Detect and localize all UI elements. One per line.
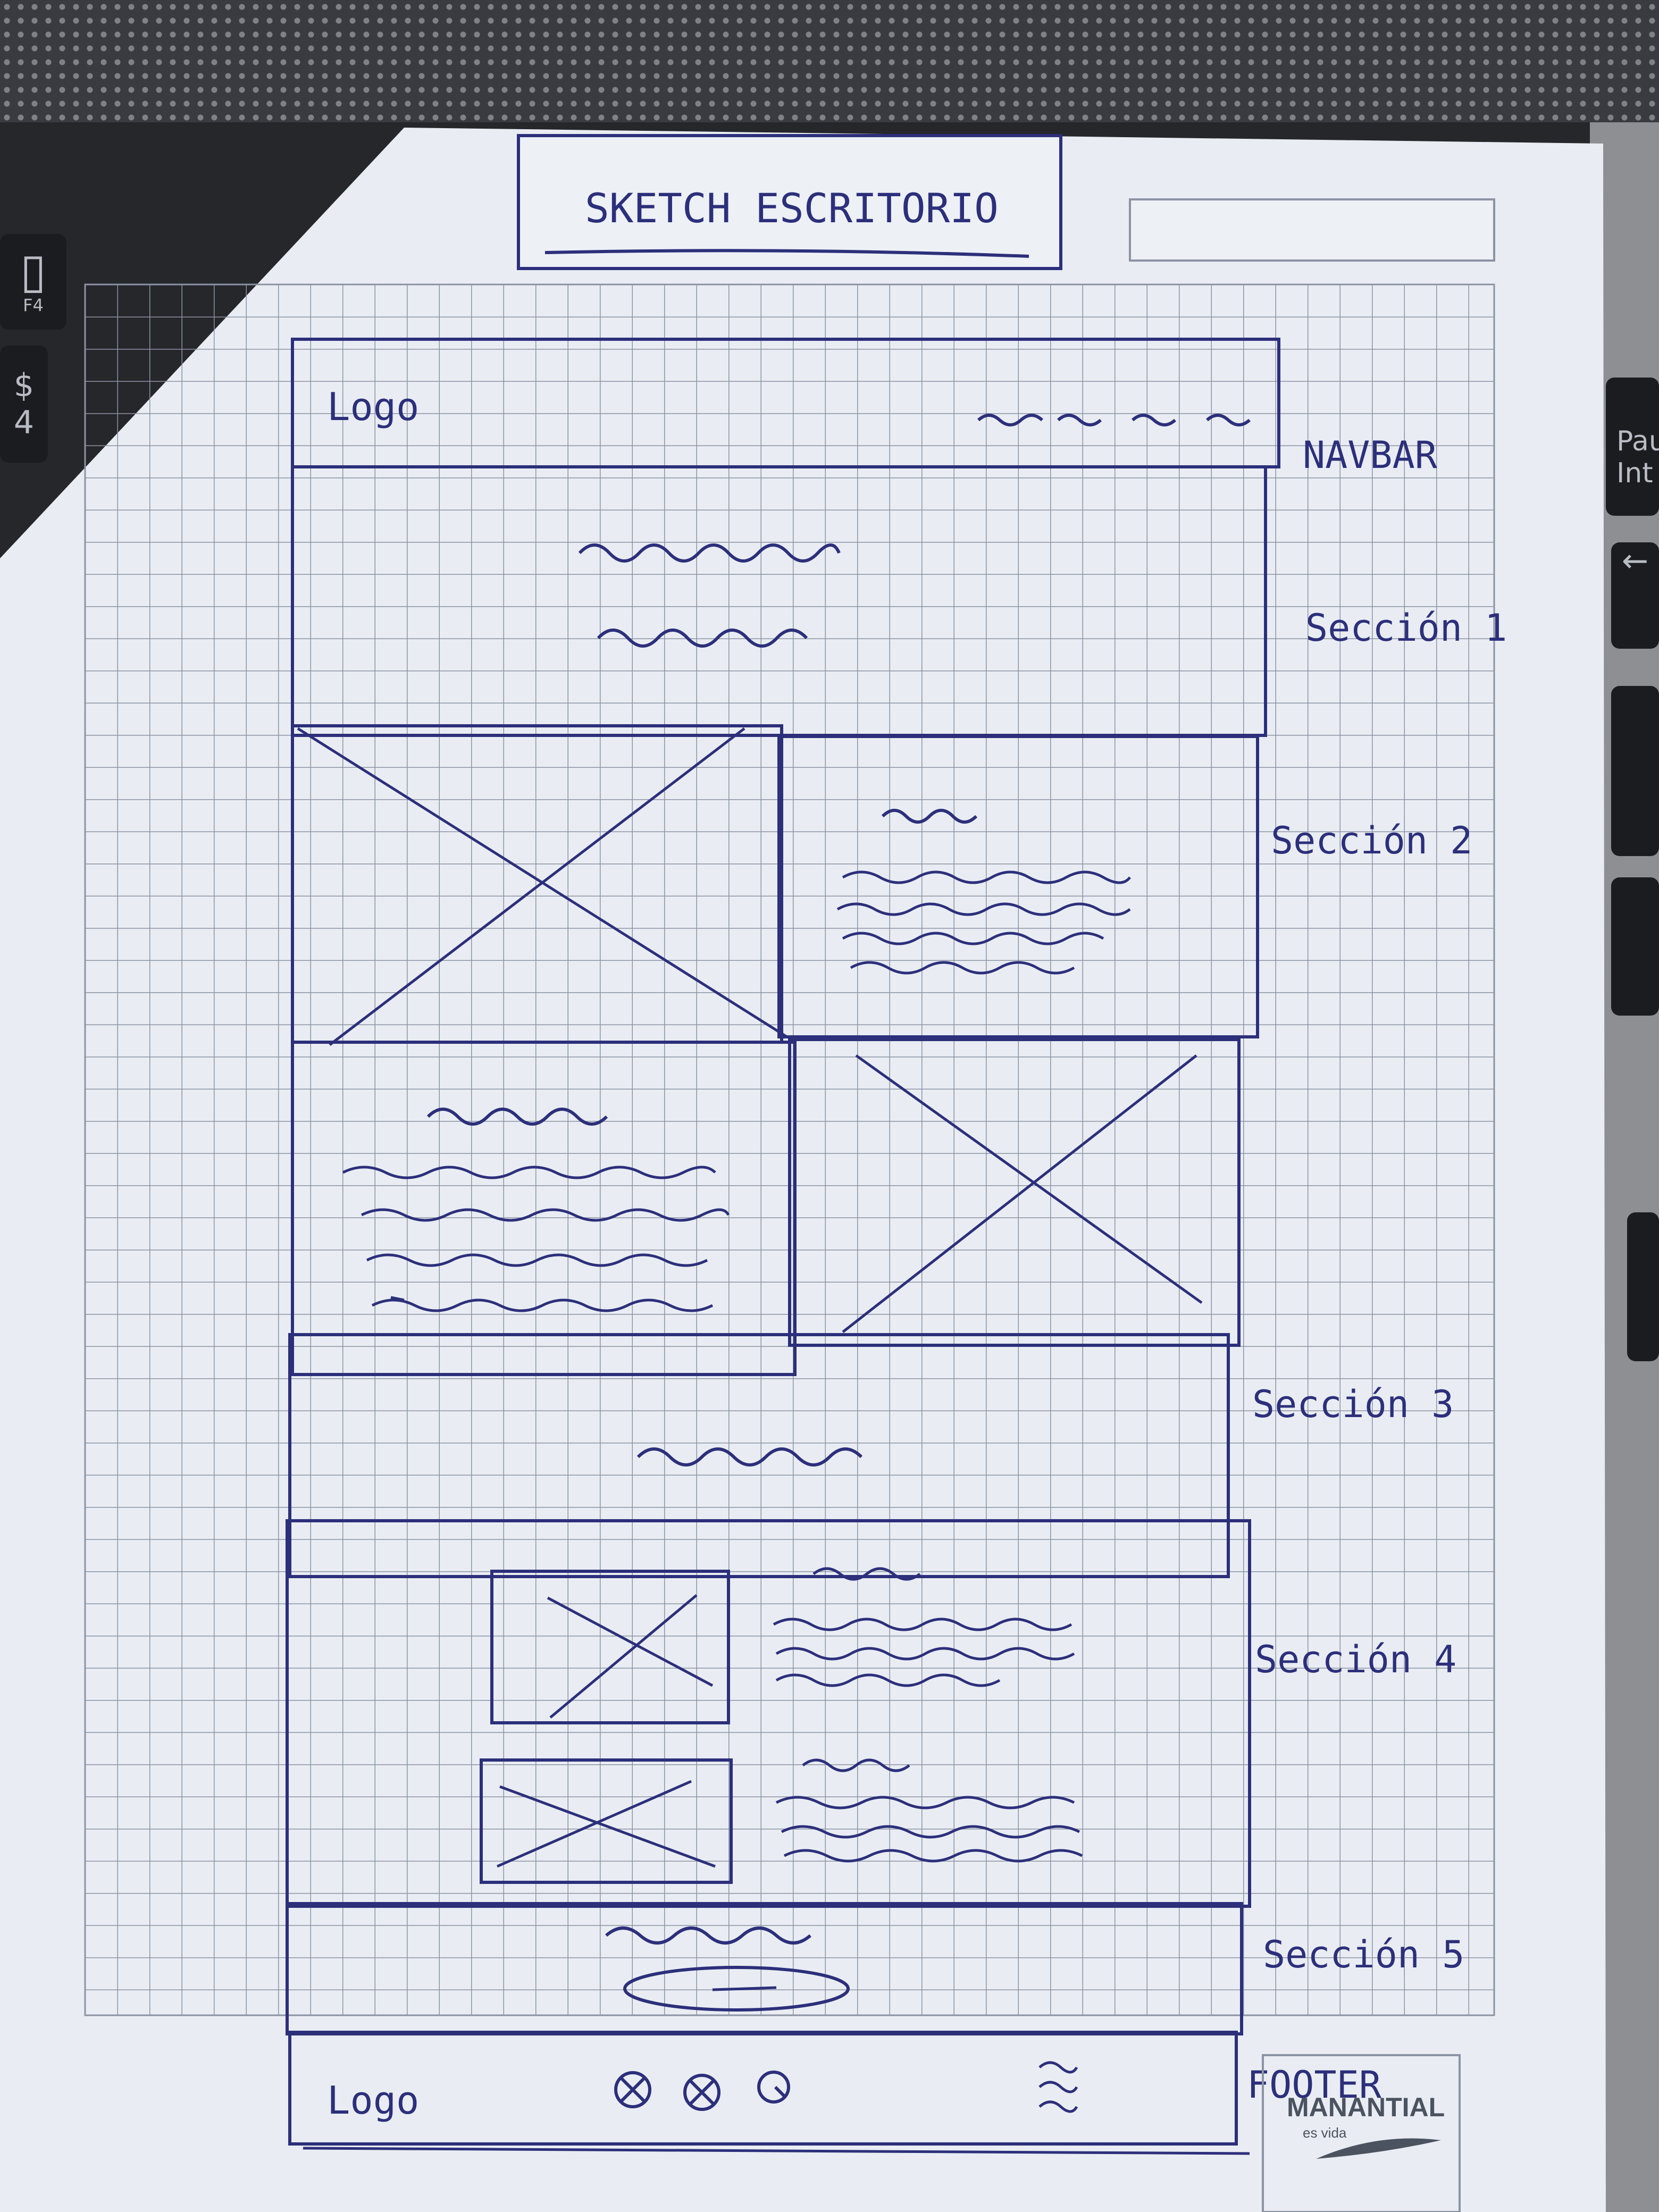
key-four-label: 4 — [13, 404, 35, 441]
section-4-card-1-cross — [547, 1594, 714, 1719]
label-section-5: Sección 5 — [1263, 1933, 1464, 1976]
footer-social-icon-1 — [614, 2071, 651, 2108]
section-3-image-placeholder — [788, 1038, 1241, 1347]
key-f4-label: F4 — [23, 295, 44, 315]
footer-social-icon-3 — [757, 2071, 790, 2104]
section-3-text-box — [291, 1041, 797, 1376]
paper-grid-border — [84, 283, 1495, 2016]
section-2-text-box — [777, 735, 1259, 1038]
footer-social-icons — [614, 2071, 790, 2111]
footer-box — [288, 2031, 1238, 2146]
keyboard-key-arrow: ← — [1611, 542, 1659, 649]
brand-tagline: es vida — [1303, 2125, 1347, 2141]
keyboard-key-side-3 — [1627, 1212, 1659, 1361]
label-footer: FOOTER — [1247, 2063, 1382, 2107]
label-navbar: NAVBAR — [1303, 433, 1438, 477]
section-4-card-2-image — [480, 1758, 733, 1884]
key-pau-label: Pau — [1616, 425, 1659, 457]
section-5-heading-scribble — [605, 1926, 811, 1945]
brand-name: MANANTIAL — [1287, 2092, 1445, 2122]
section-5-button-sketch — [623, 1966, 850, 2012]
section-4-card-1-image — [490, 1570, 730, 1724]
keyboard-key-dollar: $ 4 — [0, 346, 48, 463]
key-int-label: Int — [1616, 457, 1653, 489]
footer-logo: Logo — [327, 2078, 419, 2123]
brand-stamp-box — [1262, 2054, 1461, 2212]
section-3-image-cross — [842, 1054, 1203, 1333]
footer-social-icon-2 — [683, 2074, 720, 2111]
section-2-text-heading — [881, 809, 978, 824]
keyboard-key-f4: ▯ F4 — [0, 234, 66, 330]
keyboard-background — [0, 0, 1659, 122]
section-3-banner-box — [288, 1333, 1230, 1578]
section-4-box — [286, 1519, 1251, 1908]
section-1-subheading-scribble — [597, 629, 808, 648]
section-4-card-2-text — [775, 1758, 1083, 1863]
footer-links-scribble — [1038, 2061, 1078, 2113]
section-4-card-1-text — [773, 1567, 1075, 1687]
section-3-text-lines — [342, 1166, 730, 1312]
section-3-banner-scribble — [636, 1447, 863, 1467]
footer-bottom-line — [303, 2147, 1250, 2155]
name-box — [1129, 198, 1495, 262]
title-box — [517, 134, 1062, 270]
brand-leaf-icon — [1316, 2138, 1441, 2159]
section-2-image-cross — [297, 727, 788, 1046]
label-section-4: Sección 4 — [1255, 1638, 1456, 1681]
label-section-3: Sección 3 — [1252, 1382, 1454, 1426]
sketch-title: SKETCH ESCRITORIO — [585, 185, 999, 232]
key-dollar-label: $ — [13, 367, 35, 404]
section-2-text-lines — [836, 870, 1131, 975]
keyboard-key-pause: Pau Int — [1606, 378, 1659, 516]
section-4-card-2-cross — [496, 1780, 716, 1868]
keyboard-key-side-1 — [1611, 686, 1659, 856]
label-section-1: Sección 1 — [1305, 606, 1507, 650]
section-5-button-label — [712, 1986, 777, 1991]
section-3-text-heading — [426, 1108, 608, 1126]
navbar-menu-links — [977, 414, 1251, 426]
title-underline — [544, 249, 1029, 258]
label-section-2: Sección 2 — [1271, 819, 1472, 862]
section-1-heading-scribble — [578, 543, 841, 563]
navbar-logo: Logo — [327, 384, 419, 429]
keyboard-key-side-2 — [1611, 877, 1659, 1016]
